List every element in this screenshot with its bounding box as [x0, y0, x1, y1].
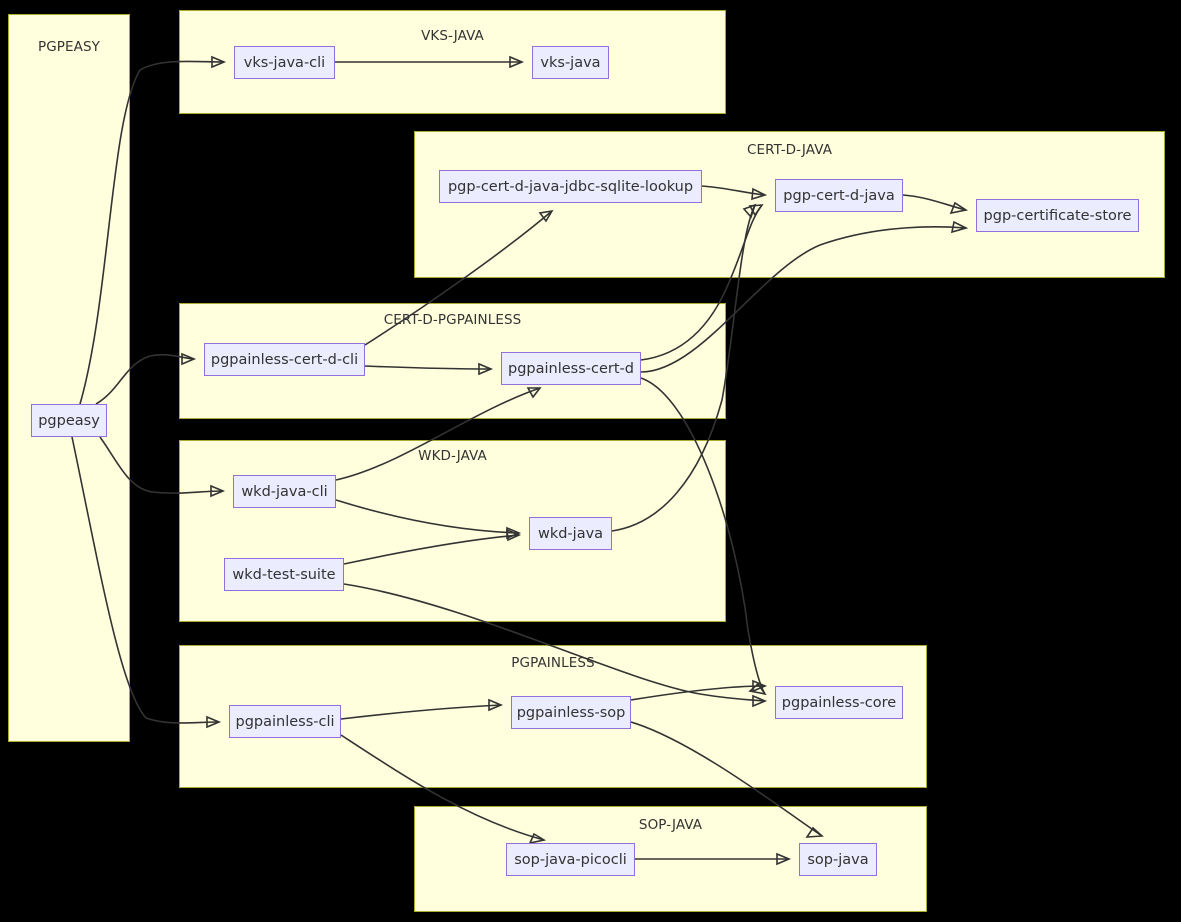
node-vks-java[interactable]: vks-java: [532, 46, 609, 79]
node-label: pgpainless-cert-d: [508, 360, 634, 377]
node-pgp-certificate-store[interactable]: pgp-certificate-store: [976, 199, 1139, 232]
node-pgpainless-cert-d[interactable]: pgpainless-cert-d: [501, 352, 641, 385]
node-pgp-cert-d-java-jdbc-sqlite-lookup[interactable]: pgp-cert-d-java-jdbc-sqlite-lookup: [439, 170, 702, 203]
cluster-wkd_java: WKD-JAVA: [179, 440, 726, 622]
cluster-label-cert_d_pgpainless: CERT-D-PGPAINLESS: [383, 312, 522, 328]
node-label: pgp-cert-d-java-jdbc-sqlite-lookup: [447, 178, 694, 195]
node-sop-java-picocli[interactable]: sop-java-picocli: [506, 843, 635, 876]
node-vks-java-cli[interactable]: vks-java-cli: [234, 46, 335, 79]
node-pgpainless-core[interactable]: pgpainless-core: [775, 686, 903, 719]
node-sop-java[interactable]: sop-java: [799, 843, 877, 876]
node-label: sop-java-picocli: [514, 851, 627, 868]
node-wkd-test-suite[interactable]: wkd-test-suite: [224, 558, 344, 591]
node-label: pgp-certificate-store: [983, 207, 1132, 224]
node-pgpainless-cli[interactable]: pgpainless-cli: [229, 705, 341, 738]
node-pgpainless-cert-d-cli[interactable]: pgpainless-cert-d-cli: [204, 343, 365, 376]
node-wkd-java-cli[interactable]: wkd-java-cli: [233, 475, 336, 508]
node-label: pgpainless-core: [781, 694, 897, 711]
node-wkd-java[interactable]: wkd-java: [529, 517, 612, 550]
cluster-label-vks_java: VKS-JAVA: [421, 28, 484, 44]
node-label: pgpeasy: [38, 412, 100, 429]
node-label: vks-java: [540, 54, 601, 71]
node-label: pgpainless-sop: [516, 704, 626, 721]
cluster-label-wkd_java: WKD-JAVA: [418, 448, 487, 464]
node-label: wkd-test-suite: [232, 566, 336, 583]
cluster-label-cert_d_java: CERT-D-JAVA: [746, 142, 833, 158]
node-pgp-cert-d-java[interactable]: pgp-cert-d-java: [775, 179, 903, 212]
cluster-pgpeasy: PGPEASY: [8, 14, 130, 742]
node-label: pgpainless-cert-d-cli: [210, 351, 359, 368]
cluster-label-pgpeasy: PGPEASY: [37, 39, 101, 55]
node-label: sop-java: [807, 851, 869, 868]
cluster-label-pgpainless: PGPAINLESS: [511, 655, 595, 671]
node-pgpeasy[interactable]: pgpeasy: [31, 404, 107, 437]
node-label: wkd-java-cli: [241, 483, 328, 500]
node-label: pgp-cert-d-java: [783, 187, 895, 204]
node-label: vks-java-cli: [243, 54, 326, 71]
node-pgpainless-sop[interactable]: pgpainless-sop: [511, 696, 631, 729]
cluster-label-sop_java: SOP-JAVA: [638, 817, 703, 833]
node-label: wkd-java: [537, 525, 604, 542]
node-label: pgpainless-cli: [235, 713, 335, 730]
